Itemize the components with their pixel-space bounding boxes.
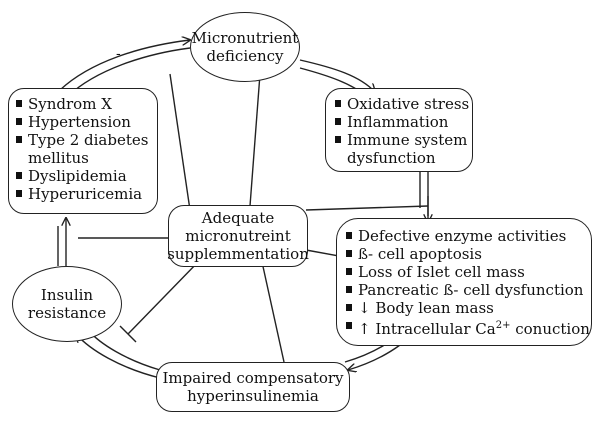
enzyme-item-6-prefix: ↑ Intracellular Ca [358,320,496,338]
oxidative-item-1: Oxidative stress [334,95,469,113]
insulin-line-1: Insulin [40,286,94,304]
deficiency-line-2: deficiency [206,47,284,65]
hyperinsulinemia-line-1: Impaired compensatory [162,369,344,387]
node-syndrome-x: Syndrom X Hypertension Type 2 diabetes m… [8,88,158,214]
syndrome-item-1: Syndrom X [15,95,153,113]
syndrome-item-3: Type 2 diabetes [15,131,153,149]
deficiency-line-1: Micronutrient [191,29,299,47]
syndrome-item-5: Hyperuricemia [15,185,153,203]
node-adequate-supplementation: Adequate micronutreint supplemmentation [167,205,309,267]
supplement-line-2: micronutreint [185,227,291,245]
inhibit-to-deficiency-left [169,73,191,211]
node-insulin-resistance: Insulin resistance [12,266,122,342]
hyperinsulinemia-line-2: hyperinsulinemia [187,387,319,405]
arrow-syndrome-to-deficiency-inner [67,47,191,97]
enzyme-item-5: ↓ Body lean mass [345,299,587,317]
insulin-line-2: resistance [27,304,107,322]
enzyme-item-4: Pancreatic ß- cell dysfunction [345,281,587,299]
inhibit-to-deficiency-right [249,73,261,207]
arrow-enzyme-to-hyperinsulinemia [348,344,401,370]
stray-dash-mark: - [116,46,121,62]
node-oxidative-stress: Oxidative stress Inflammation Immune sys… [325,88,473,172]
supplement-line-1: Adequate [201,209,275,227]
inhibit-bar-insulin [119,325,137,343]
syndrome-item-3-continued: mellitus [28,149,89,167]
oxidative-item-3-continued: dysfunction [347,149,436,167]
enzyme-item-6-suffix: conuction [510,320,590,338]
supplement-line-3: supplemmentation [167,245,309,263]
enzyme-item-1: Defective enzyme activities [345,227,587,245]
arrow-deficiency-to-oxidative [299,59,375,92]
syndrome-item-4: Dyslipidemia [15,167,153,185]
inhibit-to-insulin [127,259,201,335]
node-micronutrient-deficiency: Micronutrient deficiency [190,12,300,82]
oxidative-item-3: Immune system [334,131,467,149]
node-impaired-hyperinsulinemia: Impaired compensatory hyperinsulinemia [156,362,350,412]
enzyme-item-3: Loss of Islet cell mass [345,263,587,281]
inhibit-to-oxidative [305,205,429,211]
oxidative-item-2: Inflammation [334,113,466,131]
arrow-hyperinsulinemia-to-insulin-inner [87,329,161,371]
node-enzyme-dysfunction: Defective enzyme activities ß- cell apop… [336,218,592,346]
enzyme-item-2: ß- cell apoptosis [345,245,587,263]
enzyme-item-6: ↑ Intracellular Ca2+ conuction [345,317,590,338]
arrow-hyperinsulinemia-to-insulin [76,334,161,379]
arrow-syndrome-to-deficiency [59,40,190,91]
syndrome-item-2: Hypertension [15,113,153,131]
inhibit-to-hyperinsulinemia [261,261,285,363]
enzyme-item-6-superscript: 2+ [495,320,511,331]
